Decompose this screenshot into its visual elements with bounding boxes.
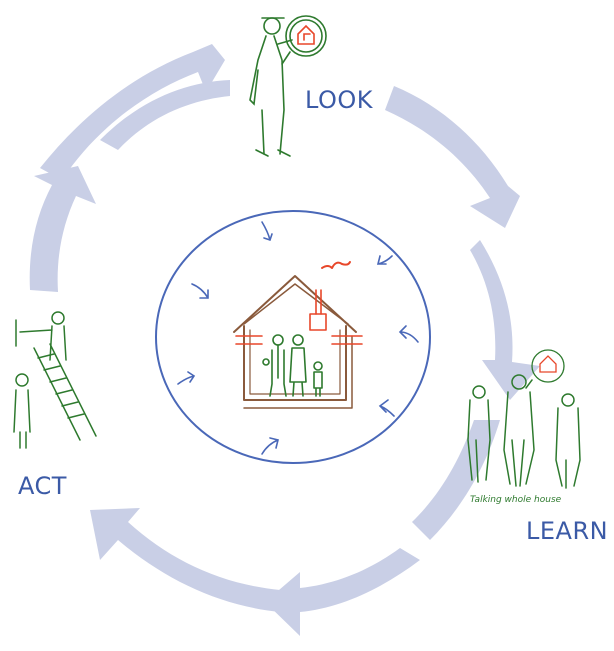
look-label: LOOK [305, 86, 374, 114]
cycle-arrows [29, 44, 540, 636]
learn-label: LEARN [526, 517, 609, 545]
inward-arrow-icon [191, 283, 209, 299]
inward-arrows [177, 221, 419, 455]
act-figures [13, 311, 97, 449]
center-circle [155, 210, 431, 464]
arc-segment-left [29, 166, 97, 292]
arc-segment-top [40, 44, 225, 180]
arc-segment-bottom-right [265, 548, 420, 636]
look-figure [249, 15, 327, 157]
inward-arrow-icon [177, 371, 196, 385]
inward-arrow-icon [261, 221, 273, 242]
inward-arrow-icon [398, 325, 419, 343]
inward-arrow-icon [261, 437, 279, 455]
arc-segment-bottom [90, 508, 280, 612]
learn-figures: Talking whole house [467, 349, 581, 505]
learn-caption: Talking whole house [470, 495, 562, 505]
arc-segment-right-lower [412, 420, 500, 540]
house-sketch [233, 261, 363, 409]
arc-segment-right [470, 240, 540, 400]
inward-arrow-icon [376, 255, 393, 265]
arc-segment-top-right [385, 86, 520, 228]
arc-segment-upper-left [100, 80, 230, 150]
act-label: ACT [18, 472, 67, 500]
inward-arrow-icon [378, 399, 395, 417]
